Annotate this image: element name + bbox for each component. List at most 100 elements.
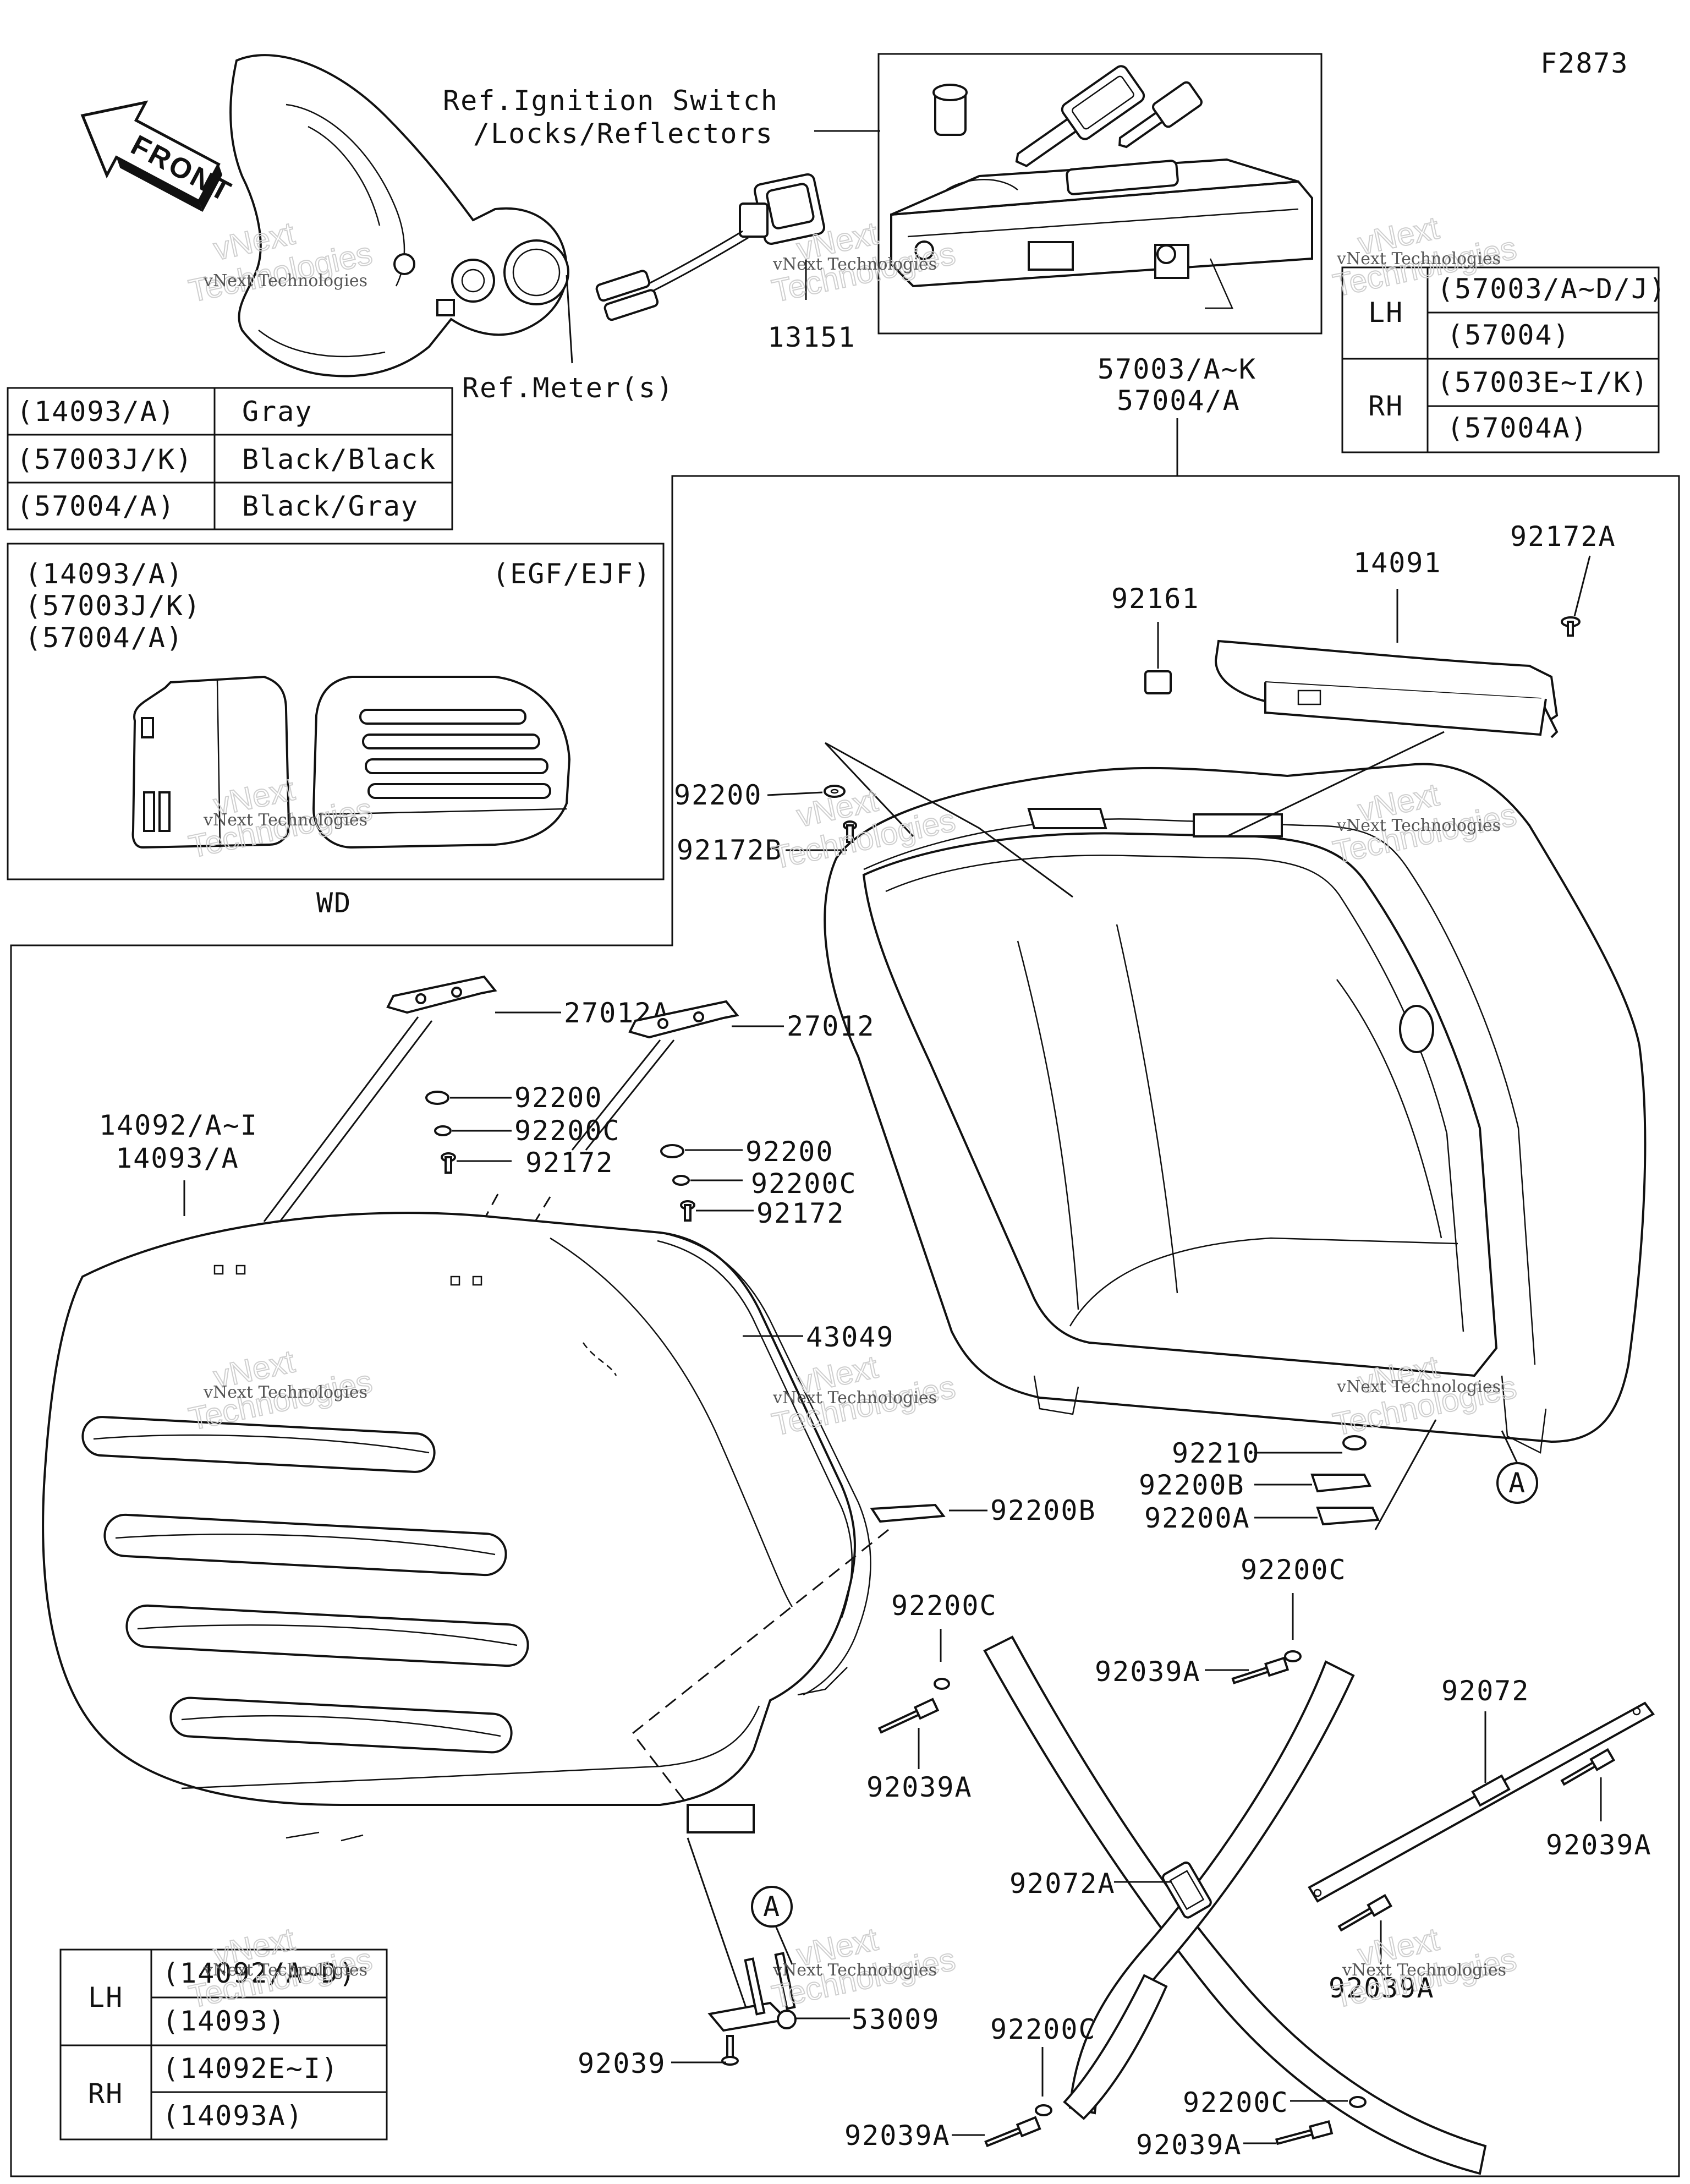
washer-92200C-bottom-left	[1035, 2104, 1052, 2116]
rivet-92039A-strap-right	[1560, 1748, 1616, 1786]
lid-label-line1: 14092/A~I	[99, 1109, 258, 1141]
part-92172-left-label: 92172	[525, 1147, 614, 1179]
washer-92200C-right	[672, 1175, 690, 1186]
part-92172A-label: 92172A	[1510, 521, 1616, 552]
plate-92200B-lid	[870, 1503, 946, 1523]
wd-variant-box	[7, 543, 665, 880]
ref-meter-label: Ref.Meter(s)	[462, 372, 674, 404]
assembly-label-line2: 57004/A	[1117, 385, 1241, 417]
washer-92200C-left	[434, 1125, 452, 1136]
bottom-side-table: LH (14092/A~D) (14093) RH (14092E~I) (14…	[59, 1948, 388, 2141]
variant-part-3: (57004/A)	[25, 622, 184, 654]
part-92072-label: 92072	[1441, 1675, 1530, 1707]
color-table-color-3: Black/Gray	[242, 490, 419, 522]
screw-92172-right	[680, 1200, 695, 1222]
part-92200-right-label: 92200	[745, 1136, 834, 1168]
bottom-table-lh-value-2: (14093)	[162, 2005, 286, 2037]
svg-text:vNext Technologies: vNext Technologies	[772, 255, 937, 274]
key-icon	[1015, 65, 1145, 167]
svg-text:vNext Technologies: vNext Technologies	[1342, 1961, 1506, 1980]
rivet-92039A-strap-left	[1337, 1893, 1393, 1932]
lock-cylinder-icon	[932, 84, 968, 136]
part-92200C-bottom-left-label: 92200C	[990, 2013, 1096, 2045]
top-table-side-rh: RH	[1368, 390, 1403, 422]
plate-92200B	[1310, 1474, 1372, 1493]
variant-caption: WD	[316, 887, 352, 919]
ref-a-circle-bottom	[751, 1886, 793, 1928]
part-92200B-lid-label: 92200B	[990, 1495, 1096, 1526]
part-14091-label: 14091	[1353, 547, 1442, 579]
color-table-color-2: Black/Black	[242, 444, 436, 475]
part-92039A-bottom-right-label: 92039A	[1136, 2129, 1242, 2161]
reflector-14091	[1214, 639, 1559, 738]
saddlebag-body-57003	[824, 763, 1647, 1454]
svg-text:vNext Technologies: vNext Technologies	[203, 811, 367, 830]
washer-92200-right	[660, 1144, 684, 1158]
part-92200C-left-label: 92200C	[514, 1115, 621, 1147]
screw-92172A	[1561, 616, 1581, 637]
diagram-id: F2873	[1540, 47, 1629, 79]
part-92200-left-label: 92200	[514, 1082, 603, 1114]
part-92200C-right-top-label: 92200C	[1241, 1554, 1347, 1586]
washer-92200C-mid	[934, 1678, 950, 1690]
bottom-table-rh-value-2: (14093A)	[162, 2100, 304, 2132]
strap-92072	[1308, 1701, 1655, 1903]
bottom-table-side-lh: LH	[88, 1982, 123, 2013]
fairing-illustration	[229, 54, 569, 377]
part-13151-label: 13151	[767, 321, 856, 353]
watermark-10: vNext Technologies vNext Technologies	[185, 1920, 376, 2015]
lock-assembly-box	[877, 53, 1323, 335]
part-92039A-mid-label: 92039A	[866, 1771, 973, 1803]
color-table-color-1: Gray	[242, 396, 312, 428]
washer-92200-left	[425, 1091, 449, 1105]
watermark-8: vNext Technologies vNext Technologies	[769, 1348, 959, 1443]
wd-saddlebag-side	[131, 675, 290, 849]
plate-92200A	[1316, 1507, 1380, 1526]
part-53009-label: 53009	[852, 2004, 940, 2035]
part-92200-top-label: 92200	[674, 779, 762, 811]
wd-saddlebag-front	[312, 676, 571, 849]
svg-text:vNext Technologies: vNext Technologies	[203, 271, 367, 291]
hinge-53009	[707, 1952, 797, 2032]
front-arrow-icon: FRONT	[80, 100, 238, 212]
color-table-part-2: (57003J/K)	[17, 444, 193, 475]
svg-text:vNext Technologies: vNext Technologies	[203, 1383, 367, 1402]
part-92172B-label: 92172B	[677, 834, 783, 866]
ref-ignition-line1: Ref.Ignition Switch	[443, 85, 778, 117]
nut-92210	[1342, 1435, 1367, 1450]
part-92210-label: 92210	[1172, 1437, 1260, 1469]
svg-text:vNext Technologies: vNext Technologies	[772, 1388, 937, 1408]
washer-92200C-bottom-right	[1349, 2096, 1367, 2108]
part-92161-label: 92161	[1111, 583, 1200, 615]
bracket-27012A	[386, 975, 497, 1014]
power-socket-13151	[595, 173, 826, 321]
part-92200C-bottom-right-label: 92200C	[1183, 2087, 1289, 2119]
main-frame	[10, 475, 1680, 2177]
svg-text:vNext Technologies: vNext Technologies	[772, 1961, 937, 1980]
saddlebag-lid-14092	[42, 1212, 871, 1842]
top-table-side-lh: LH	[1368, 297, 1403, 329]
part-92200A-label: 92200A	[1144, 1502, 1250, 1534]
variant-market: (EGF/EJF)	[492, 558, 651, 590]
part-92039A-right-top-label: 92039A	[1095, 1656, 1201, 1688]
variant-part-1: (14093/A)	[25, 558, 184, 590]
top-table-lh-value-2: (57004)	[1447, 319, 1571, 351]
color-table: (14093/A) Gray (57003J/K) Black/Black (5…	[7, 387, 453, 530]
ref-a-top: A	[1508, 1467, 1526, 1499]
part-43049-label: 43049	[806, 1321, 895, 1353]
lock-mechanism	[890, 158, 1313, 309]
rivet-92039A-right-top	[1231, 1656, 1290, 1684]
svg-text:vNext Technologies: vNext Technologies	[1336, 816, 1501, 835]
screw-92172B	[843, 820, 857, 843]
part-27012-label: 27012	[787, 1010, 875, 1042]
strap-92072A	[983, 1635, 1487, 2175]
part-92200C-mid-label: 92200C	[891, 1590, 997, 1622]
top-side-table: LH (57003/A~D/J) (57004) RH (57003E~I/K)…	[1341, 266, 1665, 453]
rivet-92039A-mid	[877, 1698, 940, 1734]
ref-a-bottom: A	[763, 1891, 781, 1923]
watermarks: vNext Technologies vNext Technologies vN…	[185, 209, 1521, 2015]
assembly-label-line1: 57003/A~K	[1098, 353, 1256, 385]
screw-92172-left	[441, 1152, 456, 1174]
color-table-part-3: (57004/A)	[17, 490, 175, 522]
